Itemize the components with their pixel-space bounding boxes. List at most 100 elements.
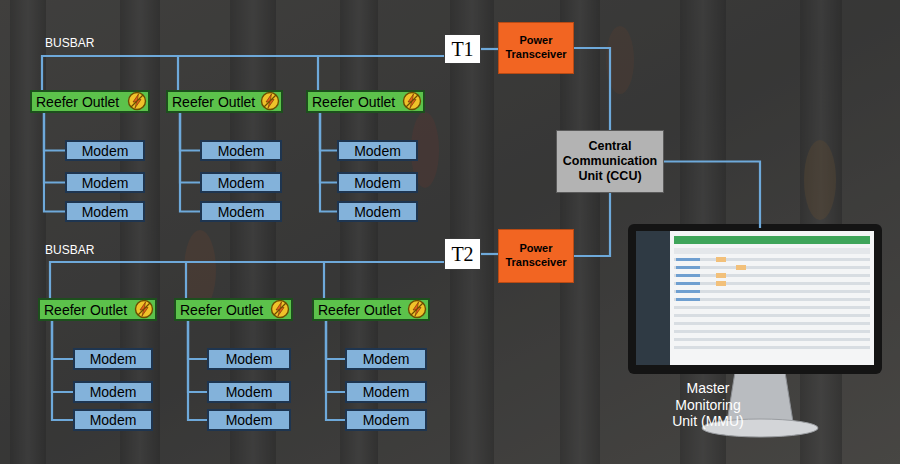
table-cell [676, 282, 700, 285]
node-label: Reefer Outlet [312, 94, 395, 110]
modem-box: Modem [345, 409, 427, 431]
table-cell [736, 265, 746, 270]
table-row [674, 346, 870, 349]
busbar-wire [326, 321, 345, 420]
busbar-wire [574, 48, 610, 130]
modem-box: Modem [65, 172, 145, 193]
table-row [674, 338, 870, 341]
transformer-box: T1 [444, 34, 481, 64]
node-label: Modem [90, 384, 137, 400]
modem-box: Modem [337, 140, 418, 161]
screen-table-head [674, 248, 870, 254]
modem-box: Modem [337, 201, 418, 222]
monitor-screen [636, 231, 874, 365]
busbar-wire [44, 113, 65, 183]
node-label: Modem [226, 384, 273, 400]
screen-sidebar [636, 231, 670, 365]
table-cell [716, 273, 726, 278]
modem-box: Modem [73, 409, 153, 431]
node-label: Modem [218, 175, 265, 191]
busbar-label: BUSBAR [45, 243, 94, 257]
node-label: T2 [451, 243, 473, 266]
table-cell [676, 290, 700, 293]
node-label: Modem [82, 204, 129, 220]
busbar-wire [178, 56, 444, 90]
table-row [674, 306, 870, 309]
modem-box: Modem [207, 409, 291, 431]
reefer-outlet-box: Reefer Outlet [30, 90, 150, 113]
screen-highlight-cells [716, 257, 746, 286]
table-cell [676, 266, 700, 269]
busbar-wire [188, 321, 207, 392]
table-row [674, 282, 870, 285]
modem-box: Modem [207, 348, 291, 370]
busbar-wire [574, 193, 610, 256]
node-label: Modem [90, 351, 137, 367]
screen-link-column [676, 258, 700, 301]
busbar-wire [188, 321, 207, 359]
node-label: Reefer Outlet [180, 302, 263, 318]
node-label: Modem [82, 143, 129, 159]
monitor-illustration [628, 224, 882, 437]
table-row [674, 298, 870, 301]
busbar-wire [180, 113, 200, 151]
busbar-wire [180, 113, 200, 212]
busbar-wire [318, 56, 444, 90]
unit-caption: Master Monitoring Unit (MMU) [662, 380, 754, 430]
monitor-unit: Master Monitoring Unit (MMU) [632, 228, 878, 370]
table-cell [716, 257, 726, 262]
busbar-wire [320, 113, 337, 183]
node-label: Modem [226, 412, 273, 428]
modem-box: Modem [65, 140, 145, 161]
node-label: Modem [82, 175, 129, 191]
power-icon [129, 93, 146, 110]
table-cell [676, 258, 700, 261]
node-label: Modem [354, 143, 401, 159]
busbar-wire [42, 56, 444, 90]
node-label: Modem [363, 384, 410, 400]
node-label: Modem [354, 175, 401, 191]
busbar-wire [180, 113, 200, 183]
table-row [674, 330, 870, 333]
reefer-outlet-box: Reefer Outlet [38, 298, 157, 321]
monitor-bezel [628, 224, 882, 374]
power-icon [272, 301, 289, 318]
table-cell [676, 274, 700, 277]
table-row [674, 322, 870, 325]
node-label: Modem [218, 204, 265, 220]
node-label: Modem [218, 143, 265, 159]
table-row [674, 314, 870, 317]
busbar-wire [44, 113, 65, 212]
table-row [674, 266, 870, 269]
power-icon [404, 93, 421, 110]
node-label: Modem [226, 351, 273, 367]
node-label: Central Communication Unit (CCU) [561, 139, 659, 184]
transformer-box: T2 [444, 238, 481, 270]
busbar-wire [324, 262, 444, 298]
busbar-wire [50, 262, 444, 298]
modem-box: Modem [65, 201, 145, 222]
busbar-wire [320, 113, 337, 151]
modem-box: Modem [345, 381, 427, 403]
reefer-outlet-box: Reefer Outlet [174, 298, 293, 321]
busbar-wire [664, 162, 760, 229]
node-label: Power Transceiver [500, 34, 572, 62]
node-label: Modem [354, 204, 401, 220]
modem-box: Modem [207, 381, 291, 403]
busbar-wire [326, 321, 345, 392]
node-label: Reefer Outlet [318, 302, 401, 318]
node-label: Modem [90, 412, 137, 428]
busbar-wire [52, 321, 73, 359]
power-icon [262, 93, 279, 110]
modem-box: Modem [73, 348, 153, 370]
busbar-wire [52, 321, 73, 420]
modem-box: Modem [200, 201, 282, 222]
central-unit-box: Central Communication Unit (CCU) [556, 130, 664, 193]
modem-box: Modem [200, 172, 282, 193]
node-label: Reefer Outlet [44, 302, 127, 318]
table-row [674, 290, 870, 293]
modem-box: Modem [337, 172, 418, 193]
